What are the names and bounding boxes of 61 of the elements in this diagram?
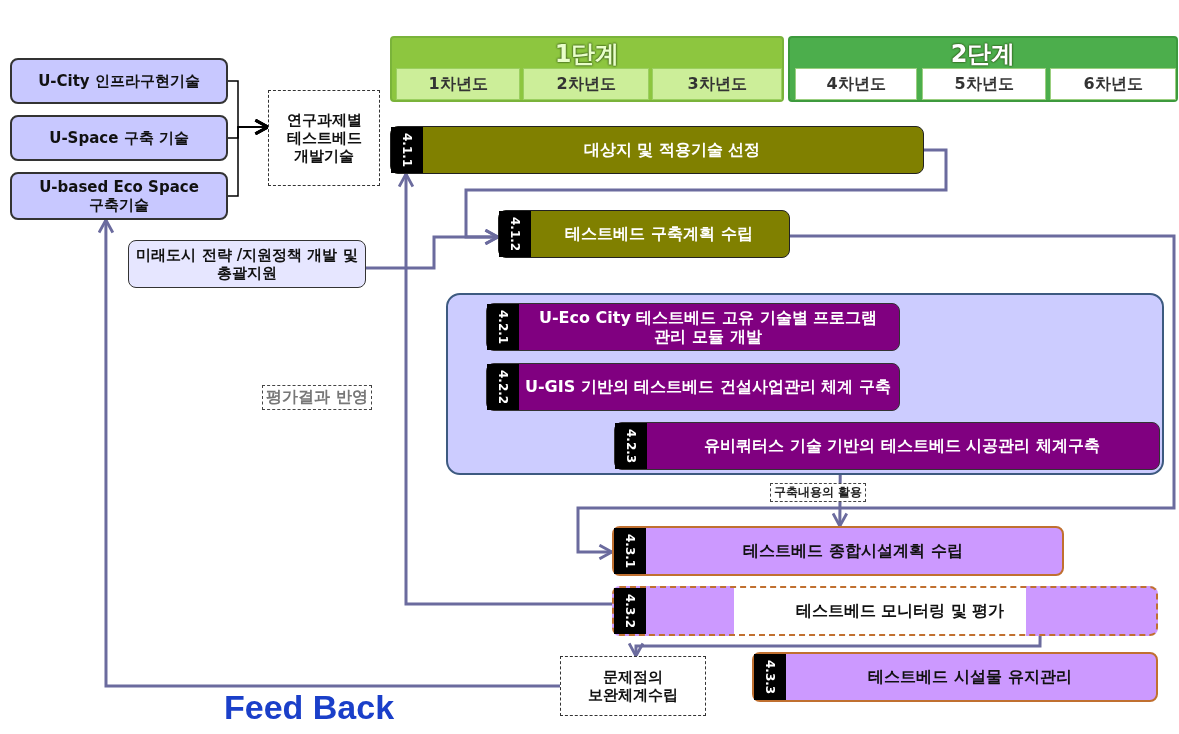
arrow [627, 636, 1042, 658]
box-label: U-based Eco Space 구축기술 [38, 178, 200, 214]
task-box [486, 363, 900, 411]
technology-box [10, 172, 228, 220]
support-box [128, 240, 366, 288]
section-number: 4.2.1 [487, 304, 519, 350]
box-label: 2차년도 [556, 74, 616, 94]
section-number: 4.3.1 [614, 528, 646, 574]
section-number: 4.1.2 [499, 211, 531, 257]
edge-label: 구축내용의 활용 [770, 483, 867, 502]
task-box [752, 652, 1158, 702]
phase-band [390, 36, 784, 102]
edge-label: 평가결과 반영 [262, 385, 372, 410]
year-cell [396, 68, 520, 100]
box-label: U-Eco City 테스트베드 고유 기술별 프로그램 관리 모듈 개발 [537, 307, 879, 347]
box-label: 4차년도 [826, 74, 886, 94]
box-label: 미래도시 전략 /지원정책 개발 및 총괄지원 [135, 246, 359, 282]
dashed-box [268, 90, 380, 186]
section-number: 4.3.3 [754, 654, 786, 700]
box-label: U-City 인프라구현기술 [38, 72, 200, 90]
section-number: 4.2.2 [487, 364, 519, 410]
dashed-box [560, 656, 706, 716]
task-box [486, 303, 900, 351]
box-label: 문제점의 보완체계수립 [587, 668, 679, 704]
phase-band [788, 36, 1178, 102]
group-panel [446, 293, 1164, 475]
box-label: 5차년도 [954, 74, 1014, 94]
box-label: 테스트베드 시설물 유지관리 [868, 667, 1072, 687]
technology-box [10, 115, 228, 161]
task-box [612, 526, 1064, 576]
box-label: 대상지 및 적용기술 선정 [583, 140, 761, 160]
section-number: 4.2.3 [615, 423, 647, 469]
box-label: 테스트베드 종합시설계획 수립 [743, 541, 963, 561]
year-cell [795, 68, 917, 100]
section-number: 4.3.2 [614, 588, 646, 634]
arrow [227, 118, 270, 197]
task-box [612, 586, 1158, 636]
year-cell [922, 68, 1046, 100]
box-label: 3차년도 [687, 74, 747, 94]
arrow [97, 218, 560, 688]
year-cell [1050, 68, 1176, 100]
section-number: 4.1.1 [391, 127, 423, 173]
box-label: 6차년도 [1083, 74, 1143, 94]
box-label: 테스트베드 구축계획 수립 [565, 224, 753, 244]
box-label: 테스트베드 모니터링 및 평가 [795, 601, 1005, 621]
arrow [397, 172, 612, 606]
box-label: 연구과제별 테스트베드 개발기술 [285, 111, 363, 165]
task-box [614, 422, 1160, 470]
task-box [498, 210, 790, 258]
box-label: 1차년도 [428, 74, 488, 94]
year-cell [652, 68, 782, 100]
box-label: U-Space 구축 기술 [49, 129, 189, 147]
arrow [366, 228, 500, 270]
box-label: U-GIS 기반의 테스트베드 건설사업관리 체계 구축 [524, 377, 892, 397]
arrow [576, 234, 1176, 561]
task-box [390, 126, 924, 174]
year-cell [523, 68, 649, 100]
technology-box [10, 58, 228, 104]
box-label: 유비쿼터스 기술 기반의 테스트베드 시공관리 체계구축 [704, 436, 1100, 456]
phase-title: 1단계 [554, 40, 620, 69]
phase-title: 2단계 [950, 40, 1016, 69]
